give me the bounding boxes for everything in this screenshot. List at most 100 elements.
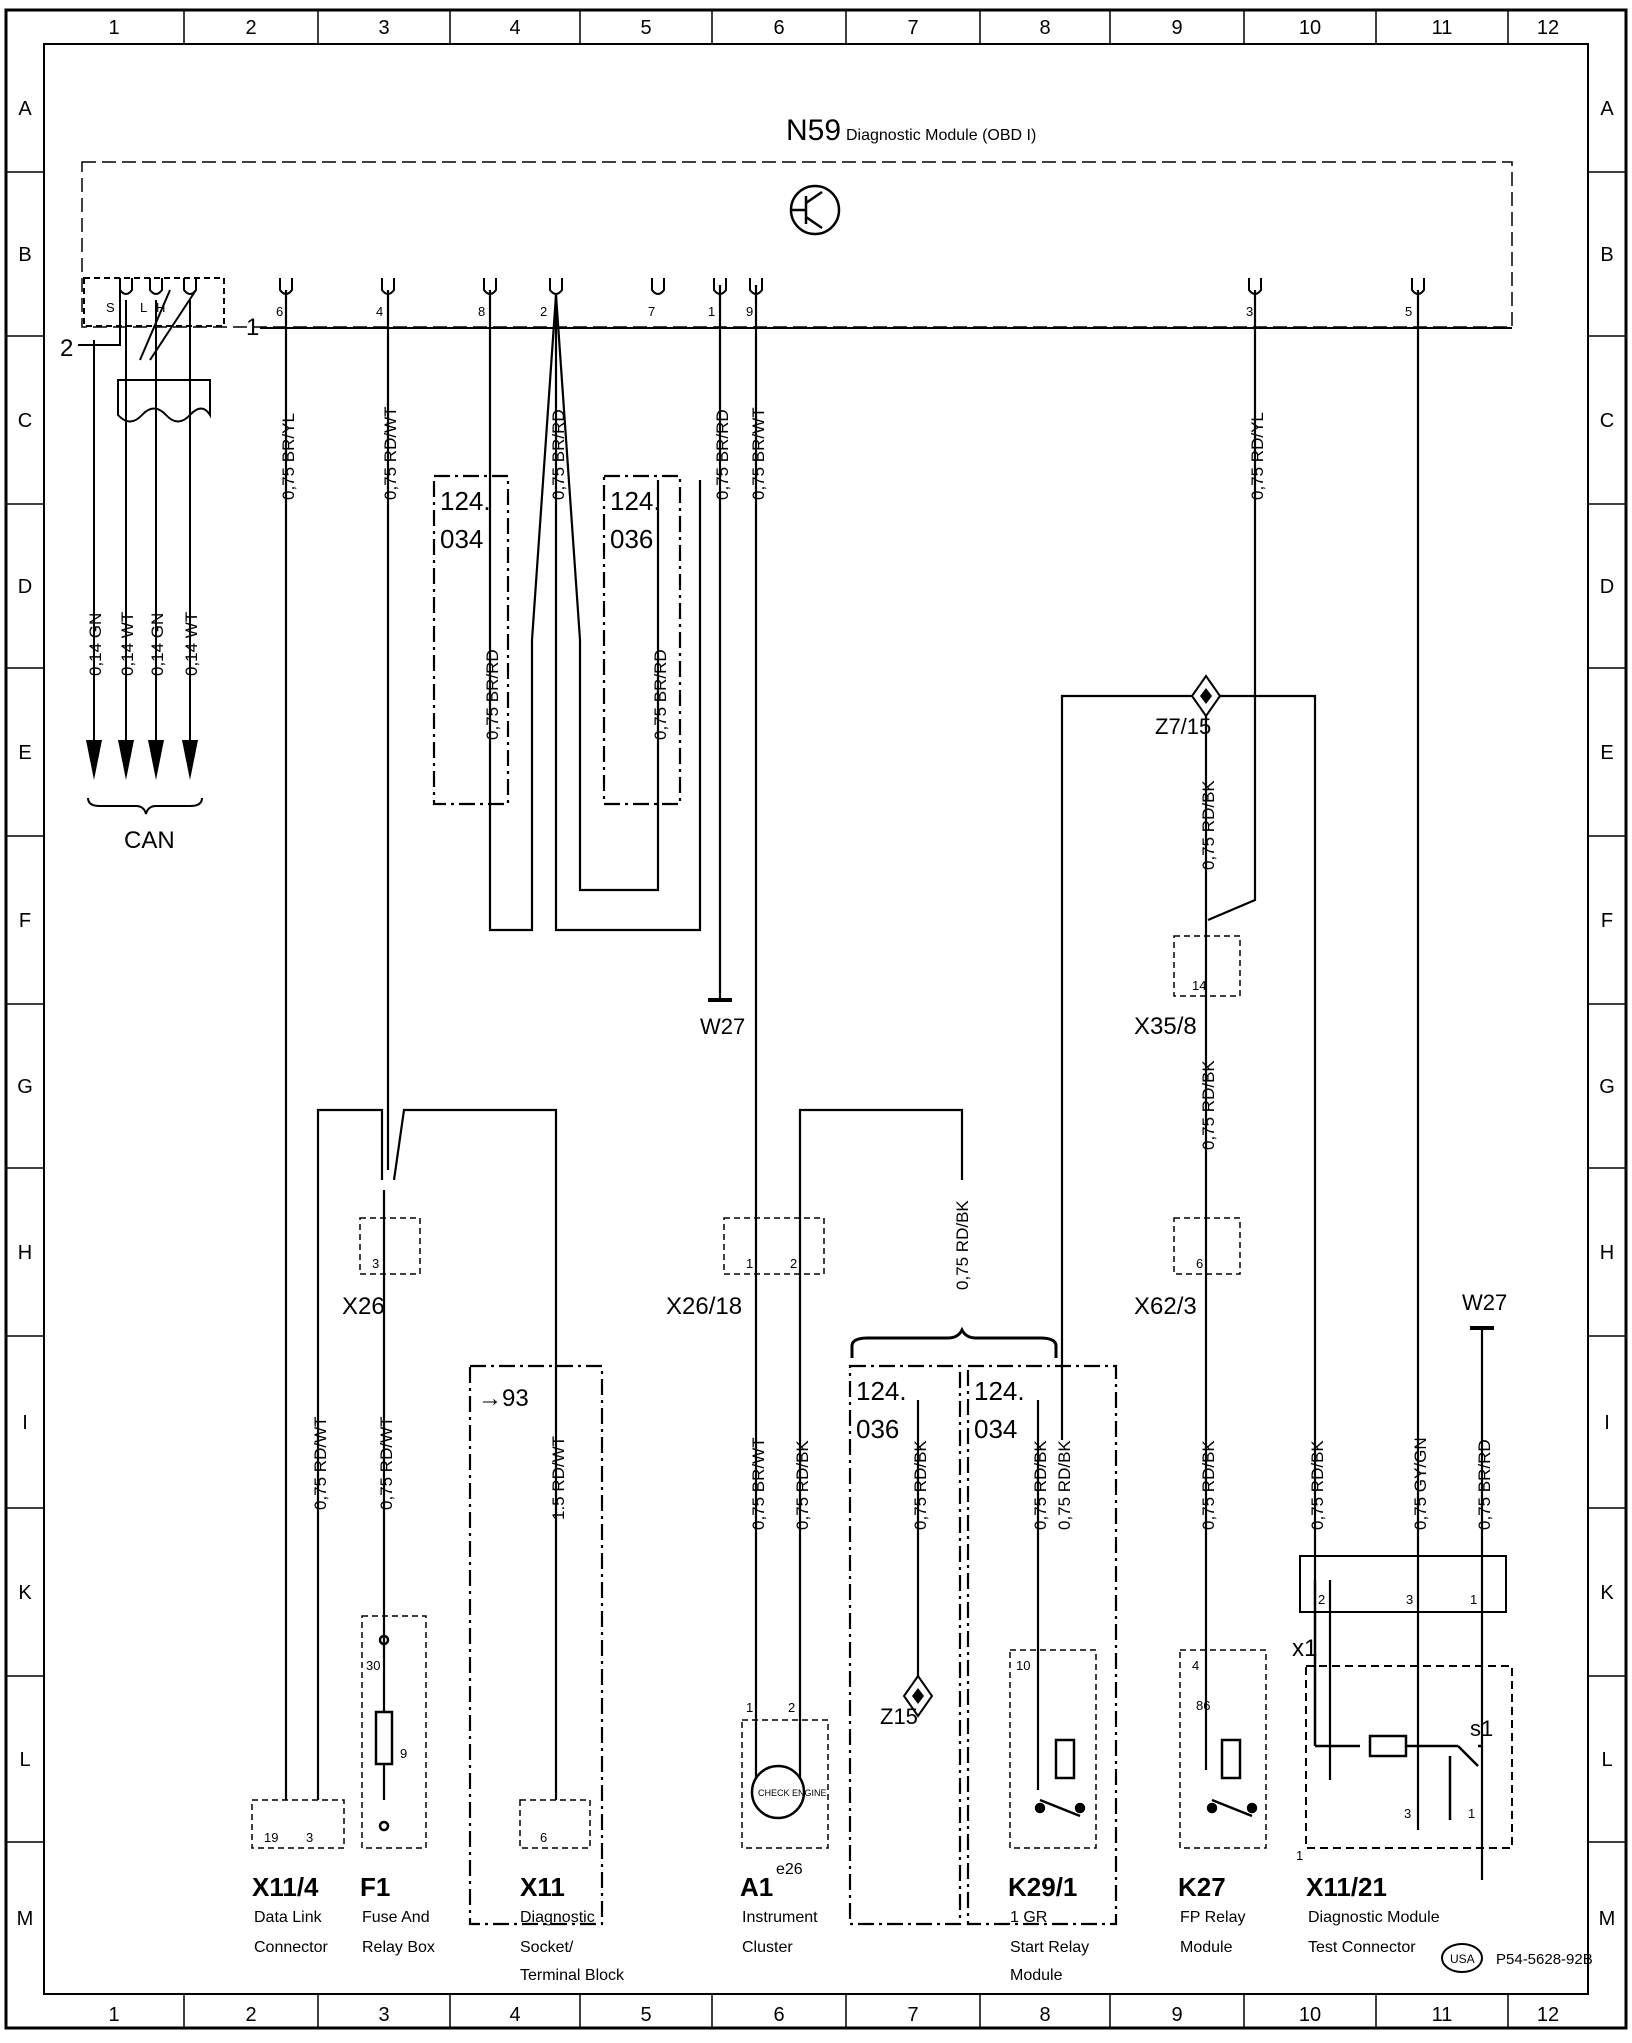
grid-row-label: H xyxy=(1600,1242,1614,1264)
wire-label-pin4: 0,75 RD/WT xyxy=(381,406,400,500)
grid-row-label: L xyxy=(1601,1749,1612,1771)
option-124-034-bottom-1: 124. xyxy=(974,1376,1025,1406)
pin-connector-icon xyxy=(549,278,563,295)
wire-label-pin3: 0,75 RD/YL xyxy=(1248,412,1267,500)
f1-box xyxy=(361,1615,427,1849)
option-box-93 xyxy=(468,1364,604,1926)
wire-label-z15: 0,75 RD/BK xyxy=(911,1440,930,1530)
k27-code: K27 xyxy=(1178,1872,1226,1902)
k27-pin-86: 86 xyxy=(1196,1698,1210,1713)
grid-column-label: 8 xyxy=(1039,17,1050,39)
pin-9: 9 xyxy=(746,304,753,319)
x1-connector-box xyxy=(1299,1555,1507,1613)
x11-desc-3: Terminal Block xyxy=(520,1967,625,1984)
k27-desc-1: FP Relay xyxy=(1180,1909,1246,1926)
z7-15-label: Z7/15 xyxy=(1155,714,1211,739)
k27-box xyxy=(1179,1649,1267,1849)
can-pin-l: L xyxy=(140,300,147,315)
wire-label-x1-1: 0,75 BR/RD xyxy=(1475,1439,1494,1530)
f1-desc-2: Relay Box xyxy=(362,1939,435,1956)
grid-row-label: G xyxy=(17,1076,33,1098)
grid-row-label: D xyxy=(18,576,32,598)
can-wire-2: 0,14 WT xyxy=(118,612,137,676)
grid-column-label: 10 xyxy=(1299,17,1321,39)
f1-pin-30: 30 xyxy=(366,1658,380,1673)
check-engine-lamp-icon xyxy=(750,1764,806,1820)
wire-label-x1-2: 0,75 RD/BK xyxy=(1308,1440,1327,1530)
module-code: N59 xyxy=(786,114,841,147)
can-wire-3: 0,14 GN xyxy=(148,613,167,676)
grid-row-label: F xyxy=(1601,910,1613,932)
option-124-036-top-2: 036 xyxy=(610,524,653,554)
f1-code: F1 xyxy=(360,1872,390,1902)
pin-connector-icon xyxy=(483,278,497,295)
grid-row-label: C xyxy=(1600,410,1614,432)
can-pin-s: S xyxy=(106,300,115,315)
x26-18-box xyxy=(723,1217,825,1275)
x11-desc-1: Diagnostic xyxy=(520,1909,595,1926)
x11-21-pin-1: 1 xyxy=(1468,1806,1475,1821)
pin-connector-icon xyxy=(381,278,395,295)
diagnostic-test-connector-icon xyxy=(1313,1580,1482,1820)
grid-row-label: D xyxy=(1600,576,1614,598)
grid-row-label: M xyxy=(1599,1908,1616,1930)
x26-18-pin-1: 1 xyxy=(746,1256,753,1271)
wire-label-k29-a: 0,75 RD/BK xyxy=(1031,1440,1050,1530)
splice-z15-icon xyxy=(902,1674,934,1718)
wire-label-pin9: 0,75 BR/WT xyxy=(749,407,768,500)
pin-8: 8 xyxy=(478,304,485,319)
x11-pin: 6 xyxy=(540,1830,547,1845)
grid-lines xyxy=(6,10,1626,2028)
wire-label-x26: 0,75 RD/WT xyxy=(377,1416,396,1510)
grid-row-label: L xyxy=(19,1749,30,1771)
a1-pin-2: 2 xyxy=(788,1700,795,1715)
wire-label-k29-b: 0,75 RD/BK xyxy=(1055,1440,1074,1530)
w27-ground-right: W27 xyxy=(1462,1290,1507,1315)
connector-1-label: 1 xyxy=(246,314,259,341)
x26-box xyxy=(359,1217,421,1275)
module-box xyxy=(81,161,1513,328)
a1-box xyxy=(741,1719,829,1849)
grid-row-label: K xyxy=(18,1582,32,1604)
option-124-036-bottom-2: 036 xyxy=(856,1414,899,1444)
can-connector xyxy=(78,277,225,770)
option-box-124-036-top xyxy=(602,474,682,806)
can-brace xyxy=(87,797,203,815)
wire-label-x11-4: 0,75 RD/WT xyxy=(311,1416,330,1510)
option-124-034-bottom-2: 034 xyxy=(974,1414,1017,1444)
grid-row-label: F xyxy=(19,910,31,932)
grid-column-label: 8 xyxy=(1039,2004,1050,2026)
f1-desc-1: Fuse And xyxy=(362,1909,430,1926)
grid-column-label: 1 xyxy=(108,17,119,39)
pin-5: 5 xyxy=(1405,304,1412,319)
pin-connector-icon xyxy=(1248,278,1262,295)
x11-21-switch: s1 xyxy=(1470,1716,1493,1741)
pin-7: 7 xyxy=(648,304,655,319)
f1-fuse-9: 9 xyxy=(400,1746,407,1761)
grid-column-label: 9 xyxy=(1171,17,1182,39)
x11-4-box xyxy=(251,1799,345,1849)
x62-3-box xyxy=(1173,1217,1241,1275)
grid-row-label: M xyxy=(17,1908,34,1930)
z15-label: Z15 xyxy=(880,1704,918,1729)
pin-connector-icon xyxy=(279,278,293,295)
pin-connector-icon xyxy=(119,278,133,295)
grid-column-label: 2 xyxy=(245,2004,256,2026)
wire-label-pin1: 0,75 BR/RD xyxy=(713,409,732,500)
outer-frame xyxy=(4,8,1628,2030)
connector-2-label: 2 xyxy=(60,335,73,362)
can-pin-h: H xyxy=(156,300,165,315)
option-box-124-036-bottom xyxy=(848,1364,962,1926)
x11-4-pin-19: 19 xyxy=(264,1830,278,1845)
option-124-034-top-2: 034 xyxy=(440,524,483,554)
x11-21-code: X11/21 xyxy=(1306,1872,1387,1902)
grid-column-label: 12 xyxy=(1537,2004,1559,2026)
wire-label-x1-3: 0,75 GY/GN xyxy=(1411,1437,1430,1530)
x26-18-pin-2: 2 xyxy=(790,1256,797,1271)
x1-code: x1 xyxy=(1292,1635,1317,1662)
pin-1: 1 xyxy=(708,304,715,319)
grid-row-label: A xyxy=(18,98,32,120)
wires xyxy=(284,285,1494,1880)
